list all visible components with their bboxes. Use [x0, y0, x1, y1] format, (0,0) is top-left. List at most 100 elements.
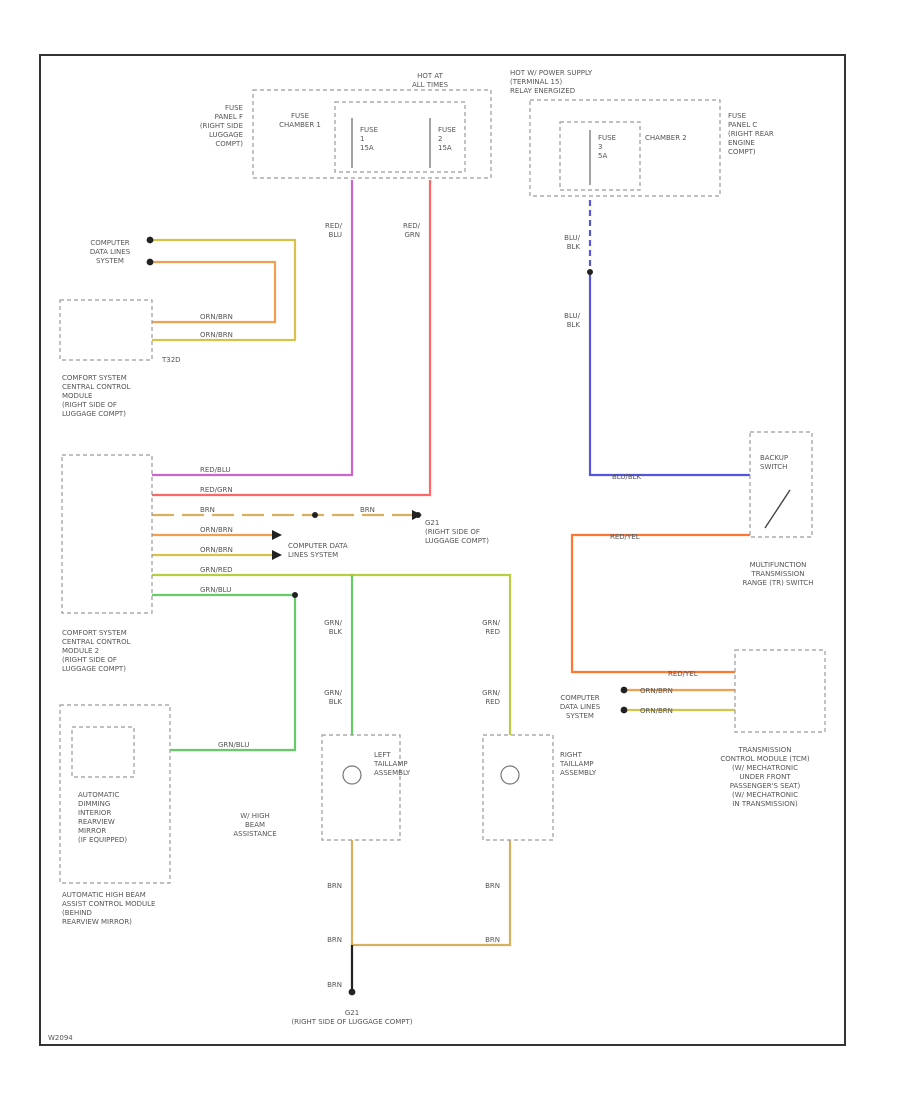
label-line: FUSE [360, 126, 378, 134]
wire-label-red-grn: RED/GRN [403, 222, 421, 239]
wire-label-red-yel-2: RED/YEL [668, 670, 698, 678]
label-line: LEFT [374, 751, 391, 759]
footer-label: W2094 [48, 1034, 73, 1042]
label-line: RED [485, 698, 500, 706]
label-line: COMPT) [215, 140, 243, 148]
label-line: MULTIFUNCTION [750, 561, 807, 569]
fuse-chamber-2-label: CHAMBER 2 [645, 134, 687, 142]
splice-dot [312, 512, 318, 518]
connector-dot [146, 258, 154, 266]
label-line: MIRROR [78, 827, 106, 835]
label-line: SYSTEM [96, 257, 124, 265]
label-line: (W/ MECHATRONIC [732, 791, 798, 799]
label-line: G21 [345, 1009, 359, 1017]
mirror-box [71, 726, 135, 778]
label-line: ASSEMBLY [374, 769, 411, 777]
label-line: DIMMING [78, 800, 110, 808]
label-line: IN TRANSMISSION) [732, 800, 798, 808]
tcm-box [734, 649, 826, 733]
label-line: BLU [329, 231, 342, 239]
label-line: FUSE [438, 126, 456, 134]
right-taillamp-box [482, 734, 554, 841]
label-line: BLU/ [564, 234, 580, 242]
diagram-frame [39, 54, 846, 1046]
wire-label-grn-blk-2: GRN/BLK [324, 689, 343, 706]
label-line: GRN/ [482, 619, 501, 627]
label-line: ASSISTANCE [233, 830, 276, 838]
label-line: LUGGAGE COMPT) [425, 537, 489, 545]
label-line: BLK [329, 698, 343, 706]
label-line: BLK [567, 321, 581, 329]
label-line: RANGE (TR) SWITCH [743, 579, 814, 587]
label-line: LUGGAGE COMPT) [62, 410, 126, 418]
label-line: AUTOMATIC [78, 791, 119, 799]
label-line: (RIGHT SIDE OF [62, 656, 117, 664]
backup-switch-contact-icon [764, 489, 791, 529]
wire-label-red-grn-h: RED/GRN [200, 486, 233, 494]
label-line: GRN/ [324, 619, 343, 627]
label-line: (TERMINAL 15) [510, 78, 562, 86]
label-line: COMFORT SYSTEM [62, 374, 127, 382]
label-line: COMPUTER [560, 694, 599, 702]
label-line: BLU/ [564, 312, 580, 320]
label-line: CENTRAL CONTROL [62, 383, 131, 391]
wire-label-org-grn-1: ORN/BRN [200, 331, 233, 339]
t32d-label: T32D [161, 356, 181, 364]
label-line: (RIGHT SIDE OF [62, 401, 117, 409]
wire-grn-red [152, 573, 512, 735]
wire-label-blu-blk-1: BLU/BLK [564, 234, 580, 251]
label-line: RELAY ENERGIZED [510, 87, 575, 95]
label-line: LINES SYSTEM [288, 551, 338, 559]
label-line: ASSEMBLY [560, 769, 597, 777]
wire-label-brn-left-2: BRN [327, 936, 342, 944]
label-line: W/ HIGH [240, 812, 270, 820]
connector-dot [146, 236, 154, 244]
wire-label-org-grn-3: ORN/BRN [640, 707, 673, 715]
wire-label-orn-brn-3: ORN/BRN [640, 687, 673, 695]
label-line: BLK [567, 243, 581, 251]
hot-power-supply-label: HOT W/ POWER SUPPLY(TERMINAL 15)RELAY EN… [510, 69, 593, 95]
fuse-chamber-2-box [559, 121, 641, 191]
wire-brn-ground [350, 840, 512, 947]
splice-dot [292, 592, 298, 598]
arrow-icon [412, 510, 422, 520]
comfort-module-2-box [61, 454, 153, 614]
label-line: TAILLAMP [559, 760, 594, 768]
label-line: FUSE [598, 134, 616, 142]
left-taillamp-box [321, 734, 401, 841]
wire-label-brn-left-1: BRN [327, 882, 342, 890]
label-line: CENTRAL CONTROL [62, 638, 131, 646]
label-line: ENGINE [728, 139, 755, 147]
wire-org-grn-data [152, 238, 297, 342]
label-line: FUSE [728, 112, 746, 120]
label-line: CHAMBER 1 [279, 121, 321, 129]
label-line: LUGGAGE COMPT) [62, 665, 126, 673]
wire-blu-blk-lower [588, 272, 750, 477]
splice-dot [587, 269, 593, 275]
label-line: RED/ [403, 222, 421, 230]
wire-label-brn-right-2: BRN [485, 936, 500, 944]
fuse-chamber-1-box [334, 101, 466, 173]
label-line: GRN [404, 231, 420, 239]
high-beam-module-box [59, 704, 171, 884]
label-line: REARVIEW [78, 818, 115, 826]
g21-lower-label: G21(RIGHT SIDE OF LUGGAGE COMPT) [291, 1009, 412, 1026]
label-line: SWITCH [760, 463, 787, 471]
label-line: ALL TIMES [412, 81, 449, 89]
left-bulb-icon [342, 765, 362, 785]
label-line: CONTROL MODULE (TCM) [720, 755, 810, 763]
label-line: DATA LINES [560, 703, 601, 711]
label-line: MODULE [62, 392, 92, 400]
